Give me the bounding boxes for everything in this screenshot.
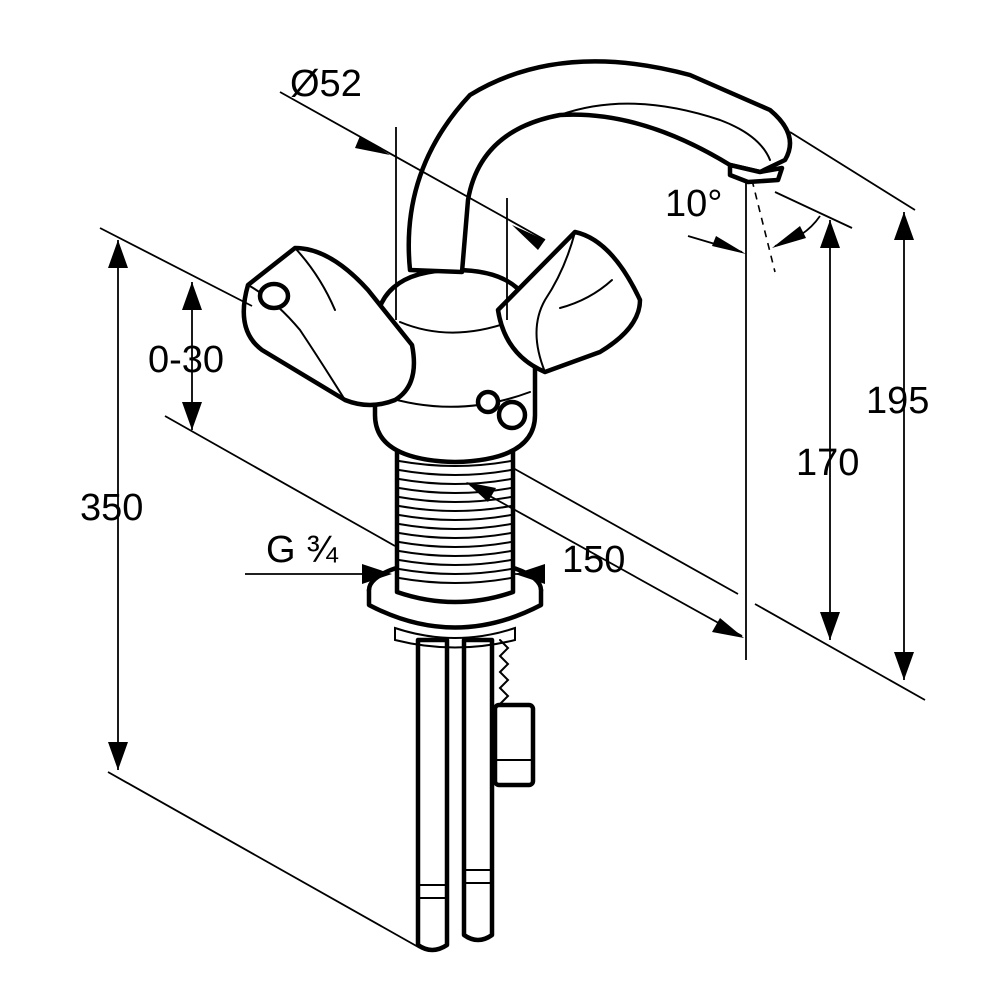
right-handle	[495, 229, 643, 375]
faucet	[241, 59, 793, 953]
label-total-height: 195	[866, 380, 929, 422]
supply-hoses	[415, 637, 495, 953]
label-diameter: Ø52	[290, 63, 362, 105]
dimension-labels: Ø52 10° 195 170 350 0-30 G ¾ 150	[80, 63, 929, 581]
label-spout-height: 170	[796, 442, 859, 484]
left-handle	[241, 245, 417, 408]
spout	[406, 59, 793, 275]
pop-up-rod	[492, 639, 536, 788]
label-spout-reach: 150	[562, 539, 625, 581]
label-adjust-range: 0-30	[148, 339, 224, 381]
dimension-lines	[99, 91, 926, 949]
label-overall-length: 350	[80, 487, 143, 529]
label-angle: 10°	[665, 183, 722, 225]
threaded-shank	[394, 437, 516, 605]
label-thread: G ¾	[266, 529, 339, 571]
